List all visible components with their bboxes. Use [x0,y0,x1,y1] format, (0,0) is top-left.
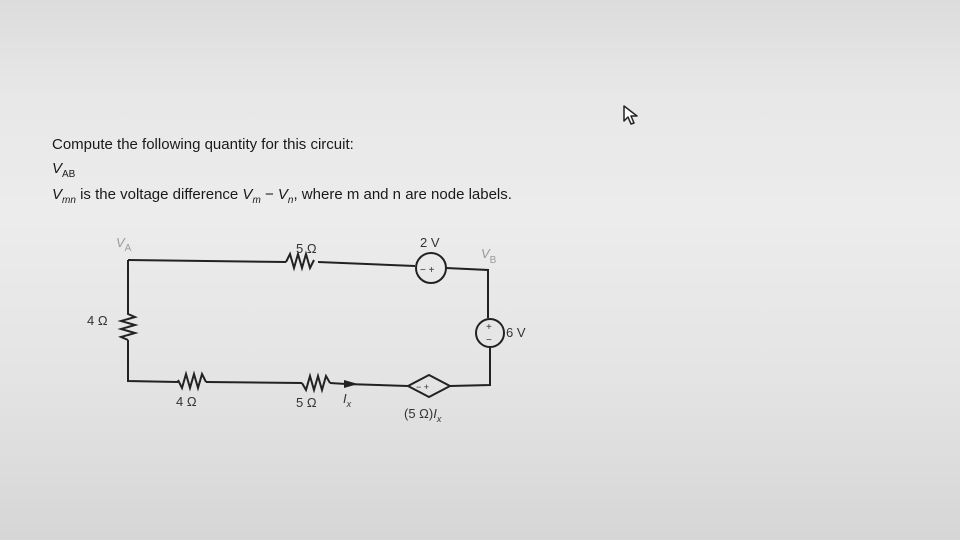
resistor-top [285,250,315,272]
resistor-bottom-left-label: 4 Ω [176,394,197,409]
question-prompt: Compute the following quantity for this … [52,132,354,158]
node-a-label: VA [116,235,132,254]
dependent-source [405,373,453,399]
dep-source-polarity: − + [416,382,429,392]
source-right-plus: + [486,322,492,333]
source-right-label: 6 V [506,325,526,340]
resistor-bottom-left [177,370,207,392]
dep-source-label: (5 Ω)Ix [404,406,442,424]
source-right-minus: − [486,335,492,346]
wire-bottom-left [127,340,179,383]
wire-top-left [127,259,287,263]
def-vm-symbol: V [242,186,253,203]
resistor-bottom-mid-label: 5 Ω [296,395,317,410]
wire-right-bottom [449,347,491,387]
quantity-symbol: V [52,160,63,177]
mouse-pointer-icon [622,104,642,131]
def-minus: − [260,186,278,203]
source-top-label: 2 V [420,235,440,250]
resistor-left [117,260,139,341]
def-subscript: mn [62,195,76,206]
def-symbol: V [52,186,63,203]
def-text-2: , where m and n are node labels. [293,186,512,203]
source-top-polarity: − + [420,265,435,276]
current-arrow-icon [344,380,358,388]
wire-top-mid [317,261,416,267]
def-vm-subscript: m [252,195,261,206]
node-b-label: VB [481,246,497,266]
wire-top-right [445,267,489,318]
definition-line: Vmn is the voltage difference Vm − Vn, w… [52,182,512,210]
current-label: Ix [343,391,352,409]
quantity-subscript: AB [62,169,76,180]
prompt-text: Compute the following quantity for this … [52,136,354,153]
quantity-line: VAB [52,156,75,184]
resistor-left-label: 4 Ω [87,313,108,328]
resistor-top-label: 5 Ω [296,241,317,256]
circuit-wires [117,250,505,399]
def-text-1: is the voltage difference [75,186,243,203]
def-vn-symbol: V [277,186,288,203]
wire-bottom-arrow-seg [329,382,347,385]
resistor-bottom-mid [301,372,331,394]
def-vn-subscript: n [287,195,294,206]
wire-bottom-mid [205,381,303,384]
